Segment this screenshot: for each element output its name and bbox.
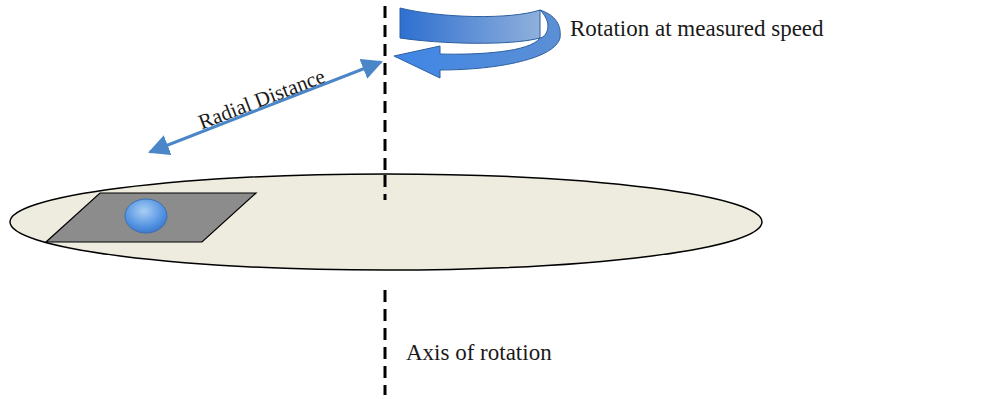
- text-label: Axis of rotation: [406, 340, 552, 365]
- rotating-disk: [10, 174, 762, 270]
- rotation-arrow: [400, 8, 540, 43]
- sample-plate: [46, 193, 256, 242]
- axis-line: [384, 6, 387, 200]
- rotation-arrow: [394, 10, 560, 78]
- axis-line: [384, 290, 387, 395]
- axis-line: [384, 175, 387, 200]
- radial-distance-arrow: [150, 62, 381, 152]
- text-label: Radial Distance: [196, 65, 329, 134]
- text-label: Rotation at measured speed: [570, 16, 824, 41]
- sample-ball: [125, 199, 167, 233]
